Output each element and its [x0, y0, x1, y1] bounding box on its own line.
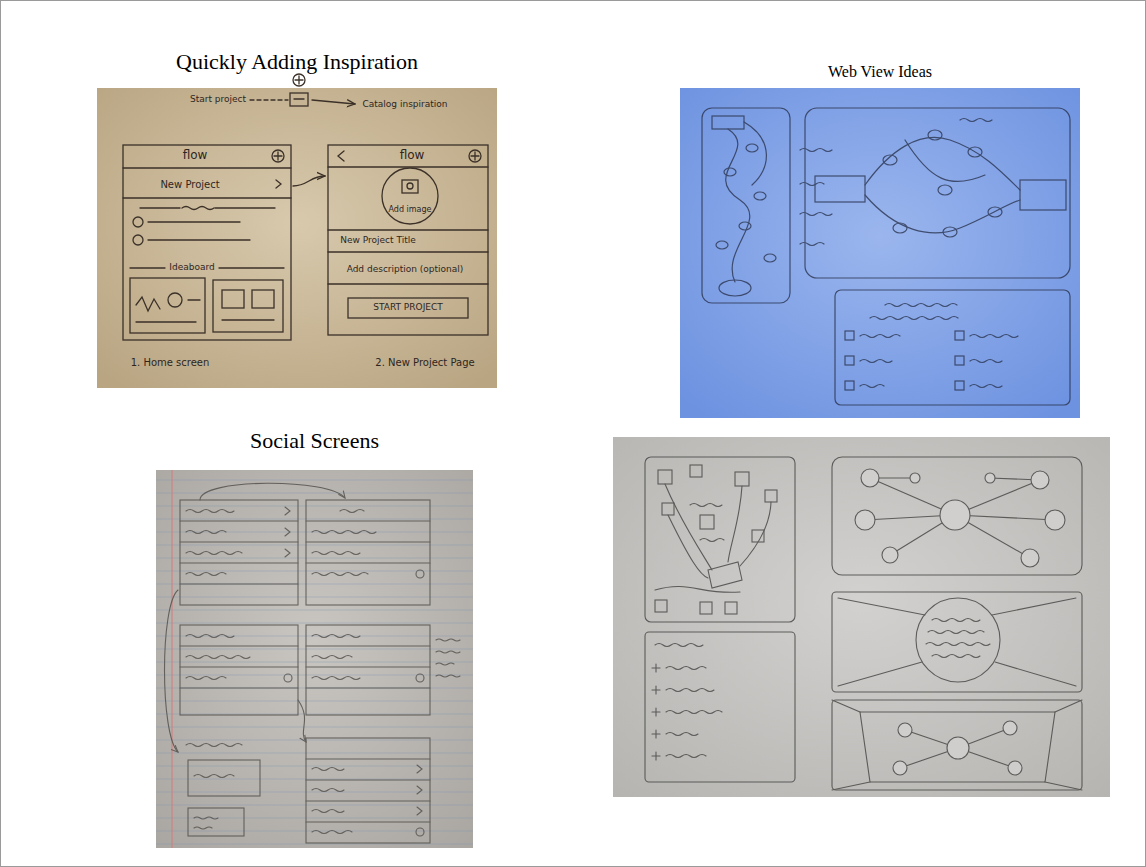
- photo-panel: Web View Ideas: [680, 88, 1080, 418]
- photo-panel: Social Screens: [156, 470, 473, 848]
- photo-panel: Quickly Adding Inspiration: [97, 88, 497, 388]
- panel-heading: Quickly Adding Inspiration: [176, 49, 418, 75]
- sketch-note: New Project Title: [340, 236, 415, 246]
- sketch-photo: [613, 437, 1110, 797]
- sketch-note: 2. New Project Page: [375, 357, 474, 368]
- sketch-photo: [97, 74, 497, 388]
- sketch-photo: [680, 88, 1080, 418]
- panel-heading: Social Screens: [250, 428, 379, 454]
- sketch-note: Start project: [190, 95, 246, 105]
- sketch-note: flow: [183, 149, 208, 162]
- sketch-note: 1. Home screen: [131, 357, 210, 368]
- sketch-note: Add description (optional): [347, 265, 464, 275]
- panel-heading: Web View Ideas: [828, 62, 932, 81]
- sketch-note: Ideaboard: [169, 263, 214, 273]
- sketch-note: START PROJECT: [373, 303, 443, 313]
- sketch-note: Add image: [389, 206, 432, 215]
- sketch-note: Catalog inspiration: [363, 100, 448, 110]
- sketch-photo: [156, 470, 473, 848]
- sketch-note: flow: [400, 149, 425, 162]
- sketch-note: New Project: [160, 179, 219, 190]
